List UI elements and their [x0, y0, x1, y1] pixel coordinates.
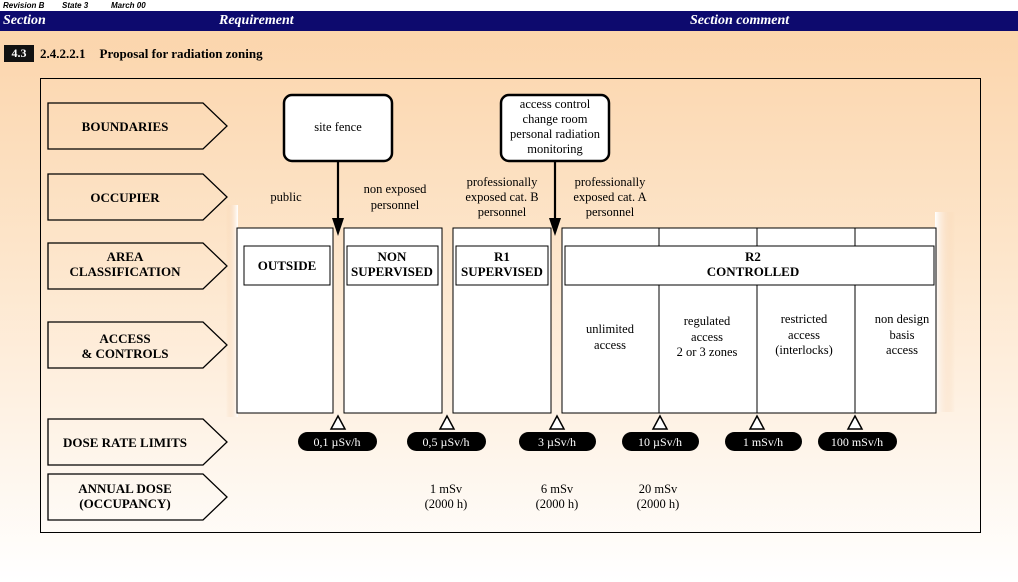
access-nondesign-3: access — [886, 343, 918, 357]
row-label-dose-rate: DOSE RATE LIMITS — [63, 435, 187, 450]
column-header-bar: Section Requirement Section comment — [0, 11, 1018, 31]
occupier-cat-a-1: professionally — [575, 175, 647, 189]
occupier-public: public — [270, 190, 302, 204]
section-number: 4.3 — [4, 45, 34, 62]
area-r1-label-2: SUPERVISED — [461, 264, 543, 279]
site-fence-label: site fence — [314, 120, 362, 134]
dose-rate-value-4: 10 µSv/h — [638, 435, 682, 449]
occupier-cat-a-2: exposed cat. A — [573, 190, 646, 204]
occupier-cat-b-1: professionally — [467, 175, 539, 189]
access-box-line-3: personal radiation — [510, 127, 601, 141]
row-arrow-dose-rate — [47, 418, 228, 466]
access-box-line-1: access control — [520, 97, 591, 111]
area-box-r2 — [564, 245, 935, 286]
dose-pill-1 — [298, 432, 377, 451]
right-shadow-edge — [935, 212, 955, 412]
section-title: 2.4.2.2.1 Proposal for radiation zoning — [40, 45, 263, 62]
access-regulated-3: 2 or 3 zones — [677, 345, 738, 359]
row-arrow-area — [47, 242, 228, 290]
access-box-line-4: monitoring — [527, 142, 583, 156]
row-label-occupier: OCCUPIER — [90, 190, 160, 205]
annual-occupancy-3: (2000 h) — [637, 497, 680, 511]
access-restricted-1: restricted — [781, 312, 828, 326]
access-unlimited-1: unlimited — [586, 322, 635, 336]
area-r1-label-1: R1 — [494, 249, 510, 264]
row-label-area-2: CLASSIFICATION — [69, 264, 181, 279]
boundary-triangle-2 — [438, 414, 456, 430]
access-restricted-3: (interlocks) — [775, 343, 833, 357]
annual-dose-2: 6 mSv — [541, 482, 574, 496]
revision-label: Revision B — [3, 1, 45, 10]
left-shadow-edge — [226, 205, 238, 417]
date-label: March 00 — [111, 1, 146, 10]
boundary-triangle-3 — [548, 414, 566, 430]
section-title-text: Proposal for radiation zoning — [99, 46, 263, 61]
row-label-annual-1: ANNUAL DOSE — [78, 481, 172, 496]
row-arrow-boundaries — [47, 102, 228, 150]
area-non-supervised-label-1: NON — [378, 249, 408, 264]
area-box-non-supervised — [346, 245, 439, 286]
dose-pill-2 — [407, 432, 486, 451]
annual-occupancy-1: (2000 h) — [425, 497, 468, 511]
dose-rate-value-3: 3 µSv/h — [538, 435, 576, 449]
dose-pill-6 — [818, 432, 897, 451]
occupier-non-exposed-2: personnel — [371, 198, 420, 212]
annual-dose-3: 20 mSv — [639, 482, 678, 496]
boundary-triangle-6 — [846, 414, 864, 430]
access-box-line-2: change room — [523, 112, 588, 126]
diagram-panel — [40, 78, 981, 533]
row-label-access-1: ACCESS — [99, 331, 150, 346]
area-outside-label: OUTSIDE — [258, 258, 317, 273]
dose-rate-value-1: 0,1 µSv/h — [314, 435, 361, 449]
dose-rate-value-5: 1 mSv/h — [743, 435, 783, 449]
requirement-column-header: Requirement — [219, 13, 294, 28]
revision-strip: Revision B State 3 March 00 — [0, 0, 1018, 11]
access-restricted-2: access — [788, 328, 820, 342]
occupier-non-exposed-1: non exposed — [364, 182, 428, 196]
boundary-triangle-4 — [651, 414, 669, 430]
row-arrow-access — [47, 321, 228, 369]
area-box-outside — [243, 245, 331, 286]
comment-column-header: Section comment — [690, 13, 790, 28]
occupier-cat-b-2: exposed cat. B — [465, 190, 538, 204]
row-label-boundaries: BOUNDARIES — [82, 119, 169, 134]
access-nondesign-2: basis — [890, 328, 915, 342]
access-arrow-head — [549, 218, 561, 236]
row-arrow-occupier — [47, 173, 228, 221]
dose-pill-5 — [725, 432, 802, 451]
row-label-access-2: & CONTROLS — [81, 346, 168, 361]
occupier-cat-b-3: personnel — [478, 205, 527, 219]
row-label-annual-2: (OCCUPANCY) — [79, 496, 170, 511]
access-regulated-2: access — [691, 330, 723, 344]
site-fence-arrow-head — [332, 218, 344, 236]
annual-dose-1: 1 mSv — [430, 482, 463, 496]
access-nondesign-1: non design — [875, 312, 930, 326]
state-label: State 3 — [62, 1, 89, 10]
area-r2-label-1: R2 — [745, 249, 761, 264]
row-arrow-annual — [47, 473, 228, 521]
dose-pill-4 — [622, 432, 699, 451]
occupier-cat-a-3: personnel — [586, 205, 635, 219]
area-r2-label-2: CONTROLLED — [707, 264, 799, 279]
annual-occupancy-2: (2000 h) — [536, 497, 579, 511]
boundary-triangle-5 — [748, 414, 766, 430]
area-non-supervised-label-2: SUPERVISED — [351, 264, 433, 279]
dose-rate-value-6: 100 mSv/h — [831, 435, 883, 449]
area-box-r1 — [455, 245, 549, 286]
section-code: 2.4.2.2.1 — [40, 46, 86, 61]
access-unlimited-2: access — [594, 338, 626, 352]
dose-rate-value-2: 0,5 µSv/h — [423, 435, 470, 449]
section-column-header: Section — [3, 13, 46, 28]
access-regulated-1: regulated — [684, 314, 731, 328]
dose-pill-3 — [519, 432, 596, 451]
row-label-area-1: AREA — [107, 249, 144, 264]
boundary-triangle-1 — [329, 414, 347, 430]
